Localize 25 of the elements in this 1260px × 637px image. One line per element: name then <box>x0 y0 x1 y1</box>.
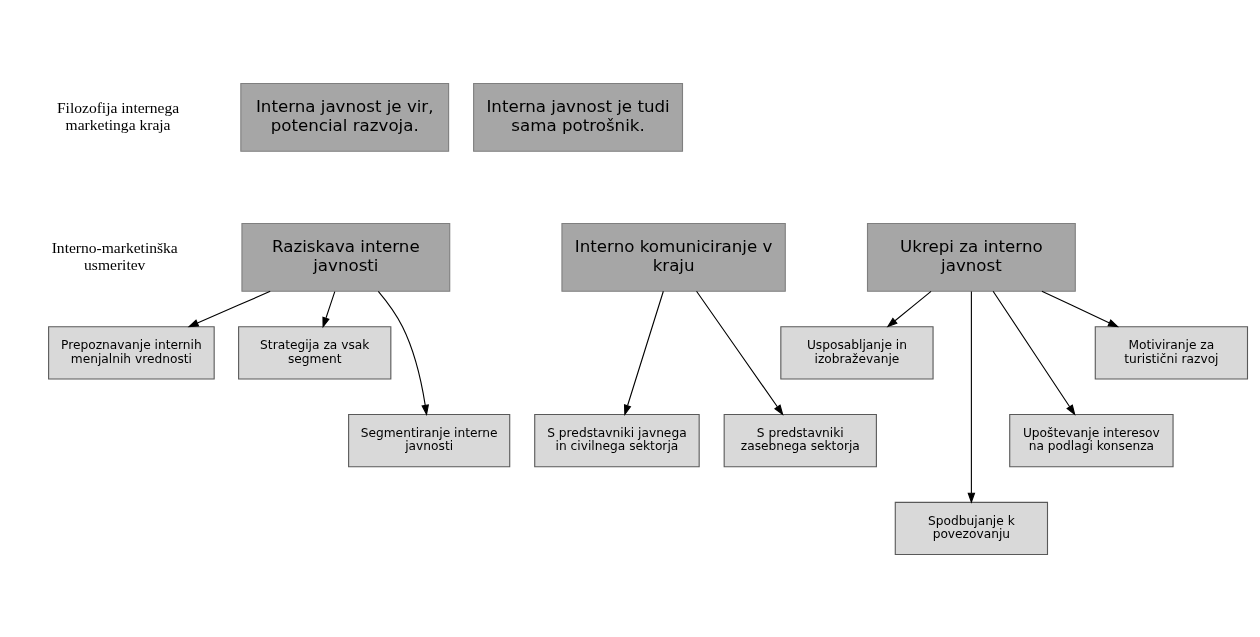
arrow <box>886 290 932 328</box>
arrow <box>322 290 336 328</box>
arrow <box>623 290 664 416</box>
label: Interno-marketinška usmeritev <box>51 238 178 273</box>
node-box: Prepoznavanje internih menjalnih vrednosti <box>48 325 215 380</box>
node-box: Spodbujanje k povezovanju <box>894 501 1049 555</box>
arrow <box>967 290 976 504</box>
arrow <box>377 290 430 416</box>
node-box: S predstavniki javnega in civilnega sektorja <box>534 413 700 467</box>
node-box: Interna javnost je vir, potencial razvoja. <box>240 82 450 152</box>
arrow <box>992 290 1076 416</box>
node-box: S predstavniki zasebnega sektorja <box>723 413 877 467</box>
node-box: Strategija za vsak segment <box>238 325 392 380</box>
node-box: Interna javnost je tudi sama potrošnik. <box>473 82 684 152</box>
label: Filozofija internega marketinga kraja <box>56 98 180 133</box>
arrow <box>1041 290 1120 327</box>
arrow <box>696 290 784 416</box>
node-box: Raziskava interne javnosti <box>241 222 451 292</box>
node-box: Usposabljanje in izobraževanje <box>780 325 934 380</box>
node-box: Upoštevanje interesov na podlagi konsenza <box>1009 413 1174 467</box>
node-box: Ukrepi za interno javnost <box>866 222 1076 292</box>
node-box: Interno komuniciranje v kraju <box>561 222 786 292</box>
node-box: Segmentiranje interne javnosti <box>348 413 511 467</box>
arrow <box>187 290 271 327</box>
node-box: Motiviranje za turistični razvoj <box>1094 325 1249 380</box>
